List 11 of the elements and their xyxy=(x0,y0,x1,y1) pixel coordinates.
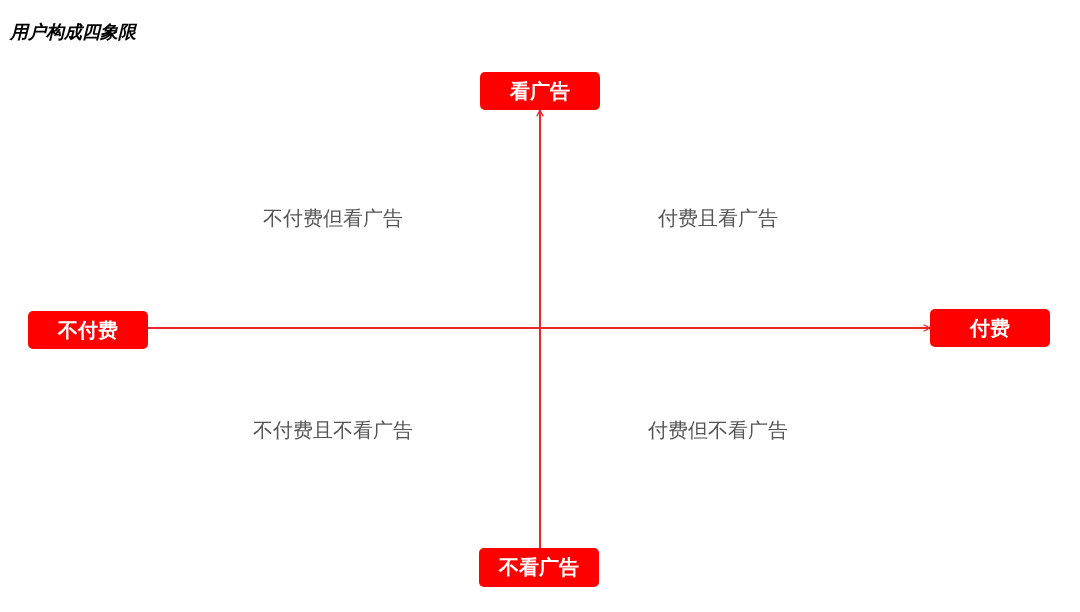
axis-label-box: 不看广告 xyxy=(479,548,599,587)
axis-label-box: 看广告 xyxy=(480,72,600,110)
chart-title: 用户构成四象限 xyxy=(10,20,136,44)
quadrant-label: 不付费且不看广告 xyxy=(253,417,413,444)
axis-label-box: 不付费 xyxy=(28,311,148,349)
axis-arrow xyxy=(147,324,931,332)
axis-label-box: 付费 xyxy=(930,309,1050,347)
quadrant-label: 不付费但看广告 xyxy=(263,205,403,232)
quadrant-label: 付费且看广告 xyxy=(658,205,778,232)
quadrant-label: 付费但不看广告 xyxy=(648,417,788,444)
axis-arrow xyxy=(536,109,544,549)
